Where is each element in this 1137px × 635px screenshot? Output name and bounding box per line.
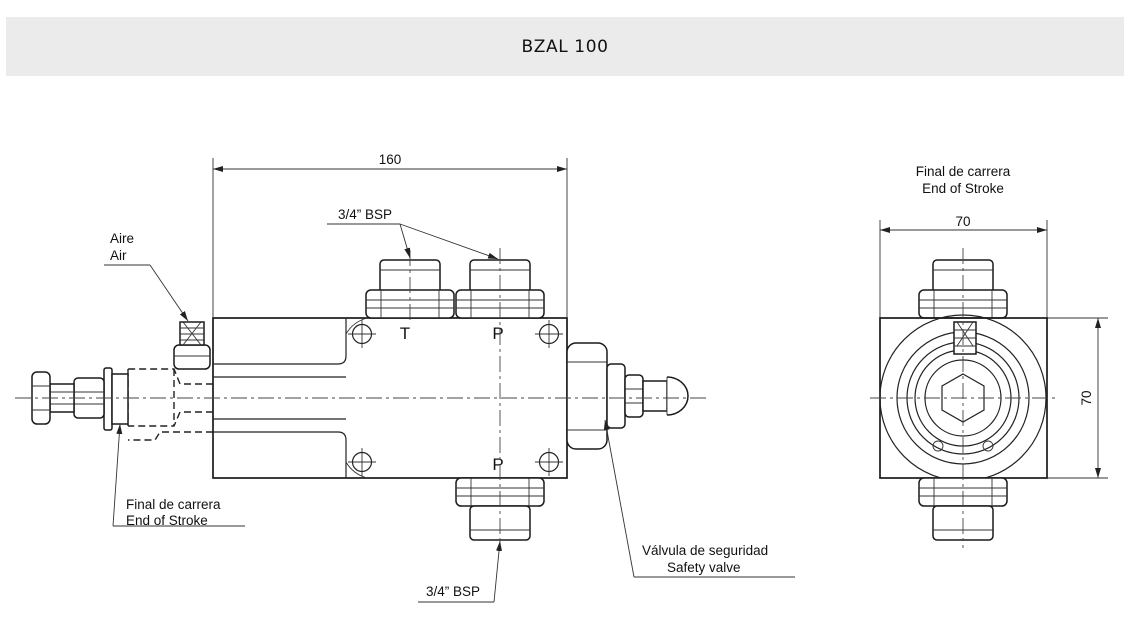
port-p-bottom-label: P xyxy=(492,455,503,474)
mounting-holes xyxy=(348,320,563,476)
safety-valve-callout: Válvula de seguridad Safety valve xyxy=(603,419,795,578)
air-label-en: Air xyxy=(110,248,127,263)
bsp-top-callout: 3/4” BSP xyxy=(327,207,499,260)
end-of-stroke-es: Final de carrera xyxy=(126,497,221,512)
bsp-bottom-label: 3/4” BSP xyxy=(426,584,480,599)
safety-valve-en: Safety valve xyxy=(667,560,741,575)
port-p-top-label: P xyxy=(492,324,503,343)
dimension-160: 160 xyxy=(212,152,568,318)
end-of-stroke-cylinder xyxy=(127,368,213,441)
dimension-70-width-label: 70 xyxy=(955,214,970,229)
dimension-70-height: 70 xyxy=(1047,317,1108,479)
end-of-stroke-callout: Final de carrera End of Stroke xyxy=(112,423,245,528)
dimension-70-width: 70 xyxy=(879,214,1048,318)
air-label-es: Aire xyxy=(110,231,134,246)
page-title: BZAL 100 xyxy=(521,36,609,57)
front-view: T P P xyxy=(15,152,795,603)
safety-valve xyxy=(566,342,689,450)
end-of-stroke-en: End of Stroke xyxy=(126,513,208,528)
side-view: Final de carrera End of Stroke 70 70 xyxy=(870,164,1108,548)
side-end-of-stroke-en: End of Stroke xyxy=(922,181,1004,196)
bsp-bottom-callout: 3/4” BSP xyxy=(418,540,503,603)
dimension-160-label: 160 xyxy=(379,152,402,167)
air-fitting xyxy=(173,321,211,370)
end-of-stroke-switch xyxy=(31,367,129,431)
safety-valve-es: Válvula de seguridad xyxy=(642,543,768,558)
dimension-70-height-label: 70 xyxy=(1079,390,1094,405)
bsp-top-label: 3/4” BSP xyxy=(338,207,392,222)
title-bar: BZAL 100 xyxy=(6,17,1124,76)
port-t-label: T xyxy=(400,324,410,343)
air-callout: Aire Air xyxy=(104,231,189,322)
side-end-of-stroke-es: Final de carrera xyxy=(916,164,1011,179)
